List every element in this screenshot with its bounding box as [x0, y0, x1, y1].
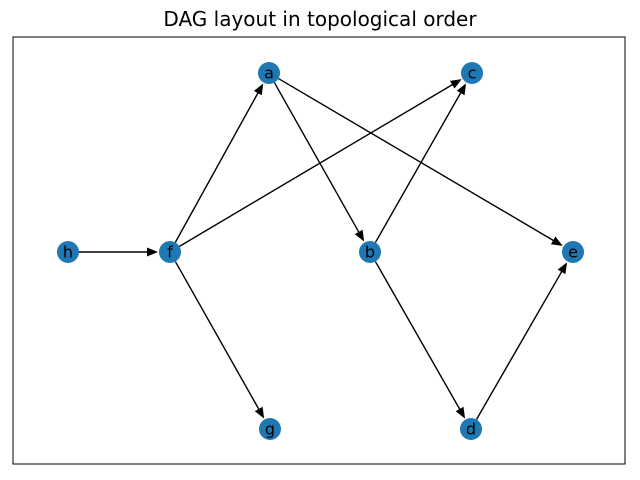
- graph-node-a: [258, 62, 280, 84]
- graph-node-c: [461, 62, 483, 84]
- edge-f-g: [174, 261, 260, 411]
- arrowhead-f-c: [449, 79, 462, 89]
- edge-a-b: [273, 82, 360, 234]
- edge-a-e: [278, 77, 555, 242]
- plot-border: [12, 36, 626, 465]
- arrowhead-d-e: [557, 262, 568, 275]
- arrowhead-b-c: [456, 83, 467, 96]
- graph-node-f: [159, 241, 181, 263]
- arrowhead-a-e: [550, 236, 563, 246]
- edge-b-c: [374, 91, 462, 243]
- graph-node-g: [259, 418, 281, 440]
- graph-node-h: [57, 241, 79, 263]
- edge-f-a: [174, 91, 259, 243]
- graph-node-d: [460, 418, 482, 440]
- chart-title: DAG layout in topological order: [163, 7, 477, 31]
- arrowhead-a-b: [354, 229, 365, 242]
- arrowhead-f-a: [253, 83, 264, 96]
- arrowhead-f-g: [254, 406, 265, 419]
- graph-node-e: [562, 241, 584, 263]
- graph-node-b: [359, 241, 381, 263]
- arrowhead-b-d: [455, 406, 466, 419]
- edge-d-e: [475, 270, 563, 420]
- edge-b-d: [374, 261, 461, 411]
- edge-f-c: [179, 83, 454, 247]
- arrowhead-h-f: [147, 247, 158, 257]
